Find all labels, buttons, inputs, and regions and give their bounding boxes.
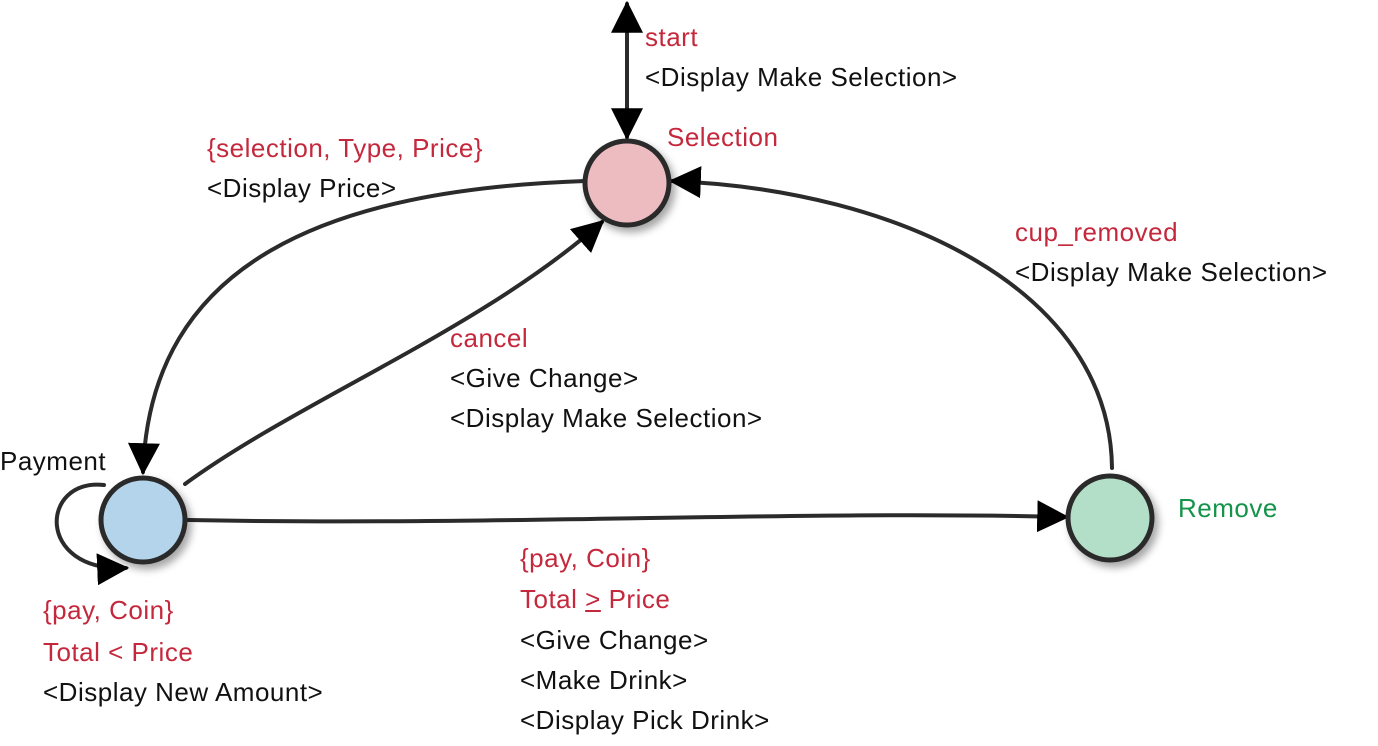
guard-suffix: Price — [600, 584, 671, 614]
pay-enough-event-label: {pay, Coin} — [520, 543, 651, 573]
select-action-label: <Display Price> — [207, 173, 397, 203]
select-event-label: {selection, Type, Price} — [207, 133, 484, 163]
state-remove-node[interactable] — [1065, 473, 1155, 563]
state-remove-label: Remove — [1178, 493, 1278, 523]
cancel-action-label: <Give Change> — [450, 363, 639, 393]
pay-less-event-label: {pay, Coin} — [43, 595, 174, 625]
pay-less-guard-label: Total < Price — [43, 637, 194, 667]
cup-removed-action-label: <Display Make Selection> — [1015, 257, 1328, 287]
state-selection-node[interactable] — [582, 138, 672, 228]
state-payment-node[interactable] — [98, 475, 188, 565]
state-selection-label: Selection — [667, 122, 779, 152]
edge-cancel — [183, 219, 605, 486]
guard-operator: > — [585, 584, 601, 614]
guard-prefix: Total — [520, 584, 586, 614]
edge-selection-to-payment — [127, 179, 587, 476]
edge-pay-enough — [186, 500, 1070, 533]
edge-cup-removed — [668, 166, 1114, 470]
edge-pay-less-loop — [54, 482, 130, 586]
pay-enough-action-label: <Make Drink> — [520, 665, 688, 695]
cancel-event-label: cancel — [450, 323, 529, 353]
state-payment-label: Payment — [0, 446, 107, 476]
start-event-label: start — [645, 22, 699, 52]
pay-enough-action-label: <Give Change> — [520, 625, 709, 655]
start-action-label: <Display Make Selection> — [645, 62, 958, 92]
cancel-action-label: <Display Make Selection> — [450, 403, 763, 433]
pay-enough-action-label: <Display Pick Drink> — [520, 705, 770, 735]
pay-less-action-label: <Display New Amount> — [43, 677, 324, 707]
cup-removed-event-label: cup_removed — [1015, 217, 1179, 247]
pay-enough-guard-label: Total > Price — [520, 584, 670, 614]
